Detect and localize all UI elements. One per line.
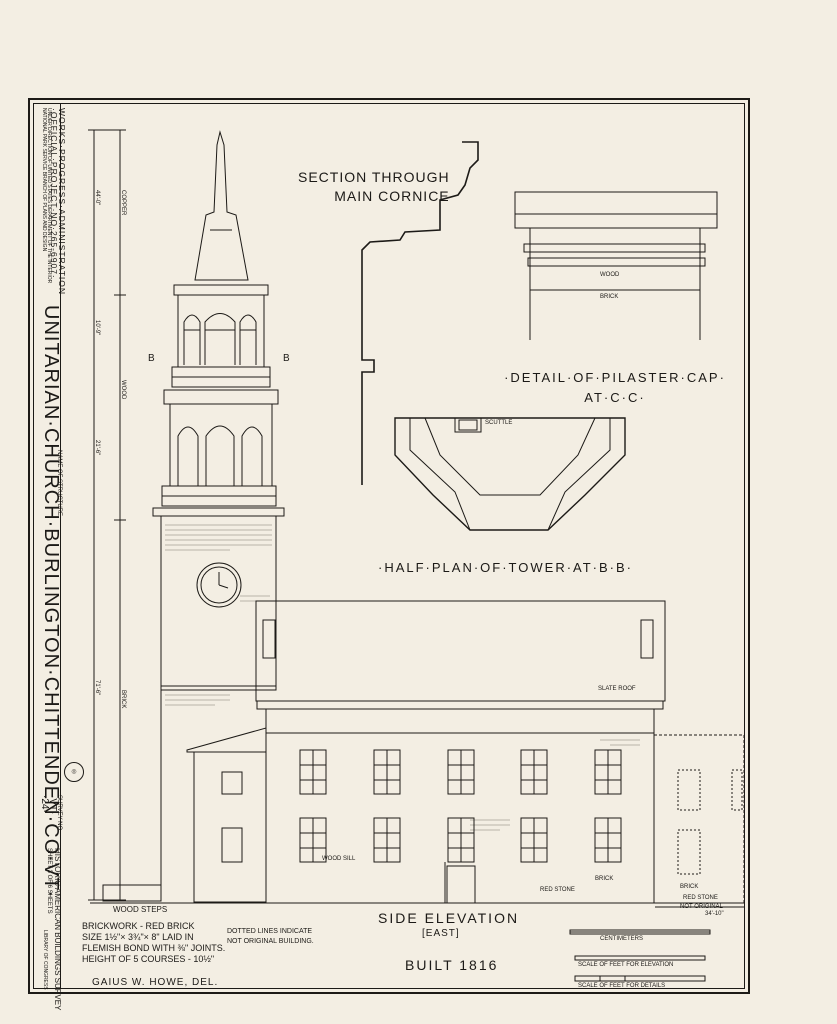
- annex-red-stone-label: RED STONE: [683, 895, 718, 901]
- dim-lower: 21'-6": [94, 440, 100, 456]
- brick-label: BRICK: [595, 876, 614, 882]
- dotted-lines-note: DOTTED LINES INDICATE NOT ORIGINAL BUILD…: [227, 927, 314, 947]
- pilaster-brick-label: BRICK: [600, 294, 619, 300]
- dim-brick: BRICK: [120, 690, 126, 709]
- brickwork-line2: SIZE 1½"× 3¾"× 8" LAID IN: [82, 932, 194, 942]
- dotted-line1: DOTTED LINES INDICATE: [227, 928, 313, 935]
- dim-total: 71'-6": [94, 680, 100, 696]
- scale-elevation: SCALE OF FEET FOR ELEVATION: [578, 962, 674, 968]
- dim-belfry: 10'-9": [94, 320, 100, 336]
- sheet-number: SHEET 3 OF 6 SHEETS: [46, 848, 52, 914]
- library-stamp: LIBRARY OF CONGRESS: [42, 930, 48, 990]
- slate-roof-label: SLATE ROOF: [598, 686, 636, 692]
- dim-wood: WOOD: [120, 380, 126, 400]
- dim-copper: COPPER: [120, 190, 126, 216]
- wpa-branch: NATIONAL PARK SERVICE BRANCH OF PLANS AN…: [41, 108, 47, 252]
- pilaster-title-line1: ·DETAIL·OF·PILASTER·CAP·: [504, 370, 726, 385]
- half-plan-title: ·HALF·PLAN·OF·TOWER·AT·B·B·: [378, 560, 634, 575]
- section-mark-b-left: B: [148, 353, 155, 364]
- delineator: GAIUS W. HOWE, DEL.: [92, 977, 219, 988]
- side-elevation-title: SIDE ELEVATION: [378, 910, 520, 926]
- brickwork-line1: BRICKWORK - RED BRICK: [82, 921, 195, 931]
- section-title: SECTION THROUGH MAIN CORNICE: [298, 168, 450, 206]
- survey-number: ·24·: [39, 795, 50, 813]
- built-date: BUILT 1816: [405, 957, 499, 973]
- brickwork-note: BRICKWORK - RED BRICK SIZE 1½"× 3¾"× 8" …: [82, 921, 225, 965]
- sheet-border-outer: [28, 98, 750, 994]
- pilaster-title-line2: AT·C·C·: [584, 390, 646, 405]
- sheet-border-inner: [33, 103, 745, 989]
- pilaster-title: ·DETAIL·OF·PILASTER·CAP· AT·C·C·: [495, 368, 735, 408]
- wood-steps-label: WOOD STEPS: [113, 905, 168, 914]
- structure-name-label: NAME OF STRUCTURE: [56, 450, 62, 516]
- annex-brick-label: BRICK: [680, 884, 699, 890]
- scale-centimeters: CENTIMETERS: [600, 936, 644, 942]
- section-title-text: SECTION THROUGH MAIN CORNICE: [298, 169, 450, 204]
- scuttle-label: SCUTTLE: [485, 420, 513, 426]
- pilaster-wood-label: WOOD: [600, 272, 620, 278]
- habs-title: HISTORIC AMERICAN BUILDINGS SURVEY: [53, 848, 62, 1011]
- seal-icon: ◎: [64, 762, 84, 782]
- scale-details: SCALE OF FEET FOR DETAILS: [578, 983, 666, 989]
- dotted-line2: NOT ORIGINAL BUILDING.: [227, 938, 314, 945]
- wood-sill-label: WOOD SILL: [322, 856, 356, 862]
- brickwork-line3: FLEMISH BOND WITH ⅜" JOINTS.: [82, 943, 226, 953]
- not-original-label: NOT ORIGINAL: [680, 904, 723, 910]
- title-strip: [33, 103, 61, 989]
- red-stone-label: RED STONE: [540, 887, 575, 893]
- dim-spire: 44'-0": [94, 190, 100, 206]
- not-original-dim: 34'-10": [705, 911, 724, 917]
- brickwork-line4: HEIGHT OF 5 COURSES - 10½": [82, 954, 215, 964]
- east-label: [EAST]: [422, 928, 460, 939]
- section-mark-b-right: B: [283, 353, 290, 364]
